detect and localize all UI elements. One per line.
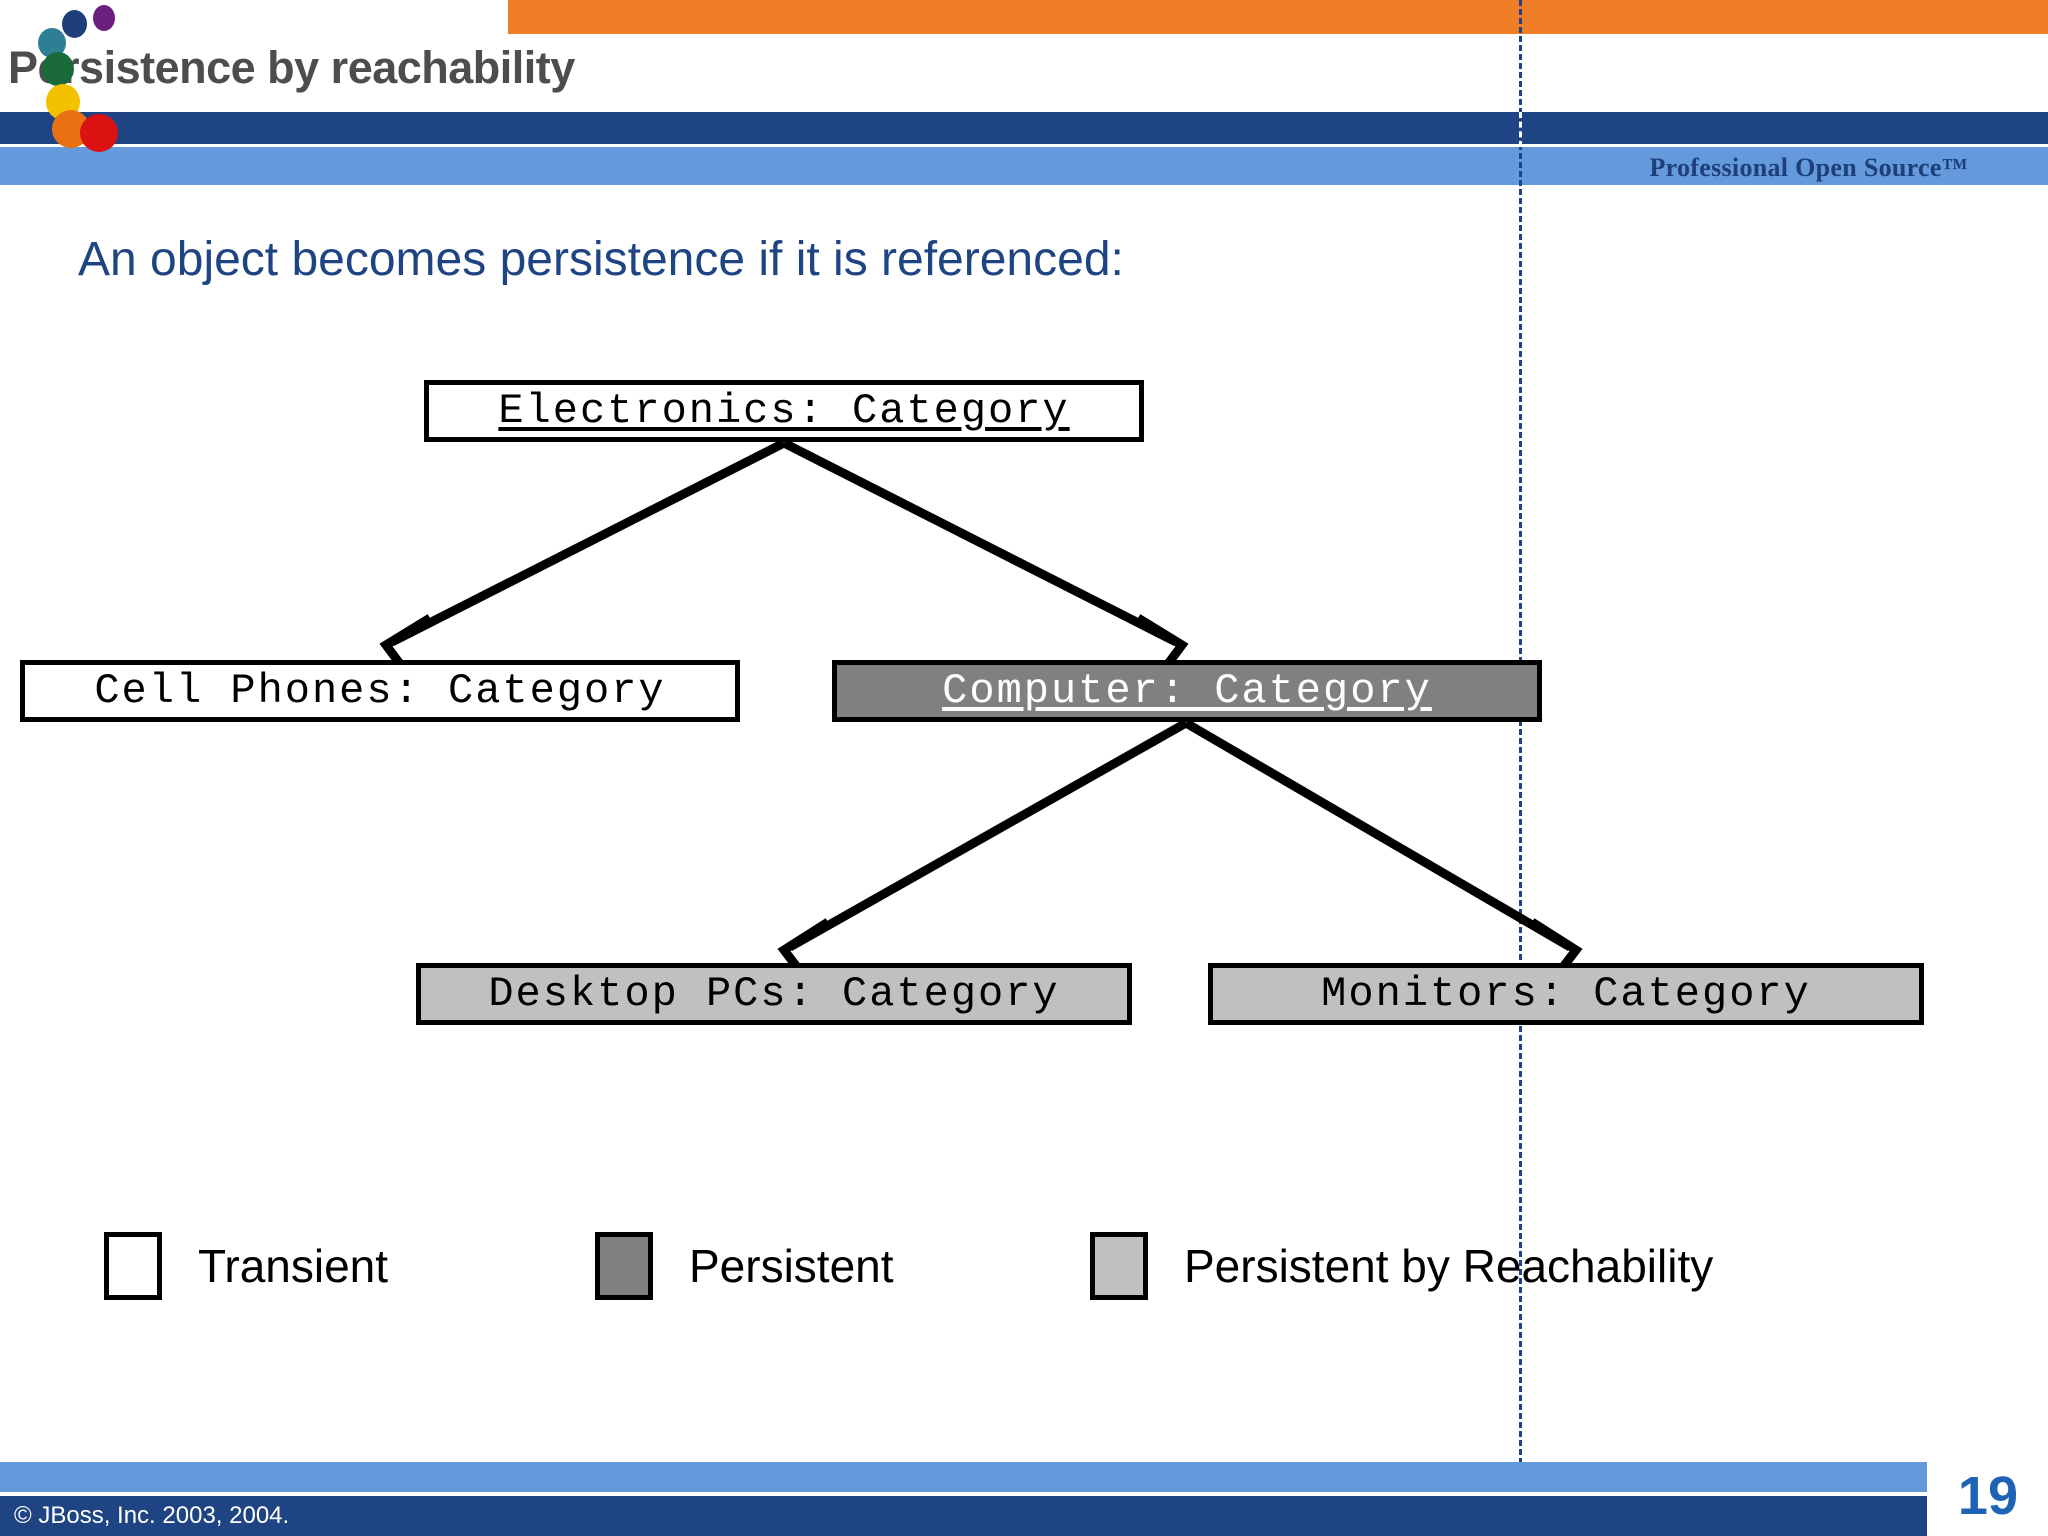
dot-purple	[93, 5, 115, 31]
diagram-node-label: Monitors: Category	[1321, 970, 1811, 1018]
legend-swatch-persistent	[595, 1232, 653, 1300]
orange-accent-bar-right	[1521, 0, 2048, 34]
jboss-logo-dots	[0, 0, 200, 160]
diagram-node-monitors: Monitors: Category	[1208, 963, 1924, 1025]
legend-swatch-transient	[104, 1232, 162, 1300]
legend-item-persistent-by-reachability: Persistent by Reachability	[1090, 1232, 1713, 1300]
legend-label-persistent: Persistent	[689, 1240, 894, 1292]
header-lightblue-band	[0, 147, 2048, 185]
dot-red	[80, 114, 118, 152]
dot-navy	[62, 10, 87, 38]
orange-accent-bar-left	[508, 0, 1521, 34]
legend-item-transient: Transient	[104, 1232, 388, 1300]
page-title: Persistence by reachability	[8, 42, 575, 93]
legend-item-persistent: Persistent	[595, 1232, 894, 1300]
legend-swatch-persistent-by-reachability	[1090, 1232, 1148, 1300]
footer-hairline	[0, 1492, 2048, 1496]
page-number: 19	[1957, 1466, 2018, 1526]
legend-label-persistent-by-reachability: Persistent by Reachability	[1184, 1240, 1714, 1292]
diagram-node-desktop-pcs: Desktop PCs: Category	[416, 963, 1132, 1025]
diagram-node-electronics: Electronics: Category	[424, 380, 1144, 442]
footer-lightblue-band	[0, 1462, 2048, 1492]
diagram-node-computer: Computer: Category	[832, 660, 1542, 722]
footer-copyright: © JBoss, Inc. 2003, 2004.	[14, 1502, 290, 1529]
diagram-node-cell-phones: Cell Phones: Category	[20, 660, 740, 722]
diagram-node-label: Desktop PCs: Category	[488, 970, 1060, 1018]
header-hairline	[0, 144, 2048, 147]
diagram-node-label: Electronics: Category	[498, 387, 1070, 435]
footer-navy-band	[0, 1496, 2048, 1536]
header-navy-band	[0, 112, 2048, 144]
diagram-node-label: Computer: Category	[942, 667, 1432, 715]
legend-label-transient: Transient	[198, 1240, 389, 1292]
slide-header: Persistence by reachability Professional…	[0, 0, 2048, 190]
dot-green	[42, 52, 74, 86]
professional-open-source-tagline: Professional Open Source™	[1649, 153, 1968, 182]
lede-text: An object becomes persistence if it is r…	[78, 233, 1124, 286]
dashed-guide-line-header-overlay	[1519, 112, 1522, 147]
diagram-node-label: Cell Phones: Category	[94, 667, 666, 715]
footer-pagenum-backdrop	[1927, 1462, 2048, 1536]
legend: Transient Persistent Persistent by Reachab…	[0, 1232, 2048, 1332]
